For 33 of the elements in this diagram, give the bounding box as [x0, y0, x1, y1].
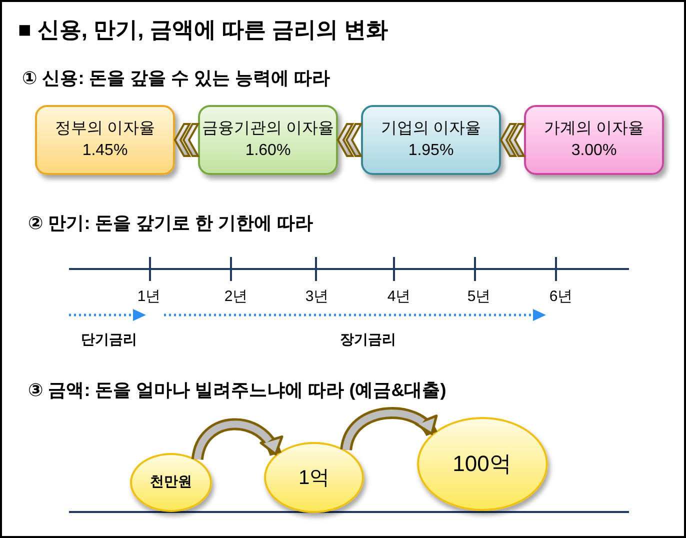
section-heading: ① 신용: 돈을 갚을 수 있는 능력에 따라	[22, 67, 330, 90]
double-chevron-arrow	[500, 123, 526, 157]
box-label: 정부의 이자율	[54, 119, 156, 139]
box-label: 금융기관의 이자율	[202, 119, 334, 139]
amount-ellipse	[416, 417, 548, 511]
tick-label: 2년	[224, 288, 248, 306]
box-label: 기업의 이자율	[380, 119, 482, 139]
amount-ellipse	[130, 452, 212, 512]
amount-label: 1억	[298, 466, 330, 490]
rate-box	[35, 105, 175, 175]
rate-box	[361, 105, 501, 175]
rate-box	[524, 105, 664, 175]
section-heading: ③ 금액: 돈을 얼마나 빌려주느냐에 따라 (예금&대출)	[28, 379, 446, 402]
rate-value: 3.00%	[571, 141, 617, 161]
tick-label: 3년	[305, 288, 329, 306]
rate-value: 1.95%	[408, 141, 454, 161]
tick-label: 5년	[467, 288, 491, 306]
rate-value: 1.45%	[82, 141, 128, 161]
amount-ellipse	[264, 442, 364, 512]
tick-label: 4년	[387, 288, 411, 306]
tick-label: 1년	[137, 288, 161, 306]
section-heading: ② 만기: 돈을 갚기로 한 기한에 따라	[28, 212, 314, 235]
double-chevron-arrow	[336, 123, 363, 157]
range-label: 장기금리	[340, 330, 396, 348]
amount-label: 100억	[452, 450, 512, 478]
box-label: 가계의 이자율	[544, 119, 644, 139]
double-chevron-arrow	[174, 123, 200, 157]
amount-label: 천만원	[150, 473, 192, 491]
rate-box	[198, 105, 338, 175]
rate-value: 1.60%	[245, 141, 291, 161]
range-label: 단기금리	[81, 330, 137, 348]
page-title: ■ 신용, 만기, 금액에 따른 금리의 변화	[18, 16, 388, 44]
tick-label: 6년	[549, 288, 573, 306]
